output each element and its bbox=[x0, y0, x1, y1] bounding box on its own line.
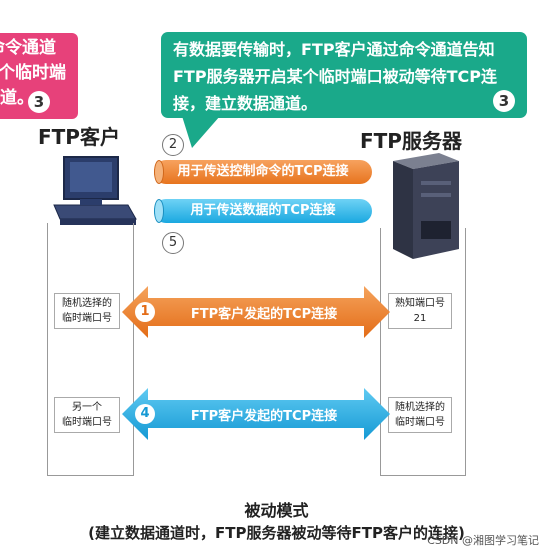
client-callout-line-1: 命令通道 bbox=[0, 38, 56, 58]
client-column-left-edge bbox=[47, 223, 48, 475]
server-port-box-2: 随机选择的 临时端口号 bbox=[388, 397, 452, 433]
server-port-2-line-2: 临时端口号 bbox=[395, 417, 445, 428]
client-port-box-2: 另一个 临时端口号 bbox=[54, 397, 120, 433]
server-icon bbox=[383, 151, 463, 265]
watermark: CSDN @湘图学习笔记 bbox=[427, 534, 539, 547]
mode-title: 被动模式 bbox=[244, 501, 309, 520]
data-pipe-cap bbox=[154, 199, 164, 223]
client-callout-step-number: 3 bbox=[28, 91, 50, 113]
client-port-1-line-2: 临时端口号 bbox=[62, 313, 112, 324]
client-port-2-line-2: 临时端口号 bbox=[62, 417, 112, 428]
data-connection-label: 用于传送数据的TCP连接 bbox=[190, 203, 336, 218]
server-column-right-edge bbox=[465, 228, 466, 475]
client-column-bottom bbox=[47, 475, 134, 476]
server-heading: FTP服务器 bbox=[360, 129, 462, 153]
client-port-1-line-1: 随机选择的 bbox=[62, 298, 112, 309]
control-pipe-cap bbox=[154, 160, 164, 184]
server-callout-pointer bbox=[182, 116, 220, 148]
client-callout: 命令通道 个临时端 道。 3 bbox=[0, 33, 78, 119]
client-callout-line-3: 道。 bbox=[0, 88, 34, 108]
connection-1-label: FTP客户发起的TCP连接 bbox=[190, 307, 338, 322]
mode-description: (建立数据通道时，FTP服务器被动等待FTP客户的连接) bbox=[88, 524, 465, 542]
server-port-1-line-2: 21 bbox=[413, 313, 427, 324]
client-port-box-1: 随机选择的 临时端口号 bbox=[54, 293, 120, 329]
server-column-left-edge bbox=[380, 228, 381, 475]
control-connection-pipe: 用于传送控制命令的TCP连接 bbox=[154, 160, 372, 184]
connection-4-label: FTP客户发起的TCP连接 bbox=[190, 409, 338, 424]
server-callout-step-number: 3 bbox=[493, 90, 515, 112]
control-connection-label: 用于传送控制命令的TCP连接 bbox=[177, 164, 349, 179]
data-step-number: 5 bbox=[162, 232, 184, 254]
server-port-1-line-1: 熟知端口号 bbox=[395, 298, 445, 309]
connection-4-step-number: 4 bbox=[135, 404, 155, 424]
connection-4-arrow: 4 FTP客户发起的TCP连接 bbox=[122, 386, 390, 442]
data-connection-pipe: 用于传送数据的TCP连接 bbox=[154, 199, 372, 223]
server-port-2-line-1: 随机选择的 bbox=[395, 402, 445, 413]
server-callout: 有数据要传输时，FTP客户通过命令通道告知FTP服务器开启某个临时端口被动等待T… bbox=[161, 32, 527, 118]
connection-1-arrow: 1 FTP客户发起的TCP连接 bbox=[122, 284, 390, 340]
client-heading: FTP客户 bbox=[38, 125, 120, 149]
client-port-2-line-1: 另一个 bbox=[72, 402, 102, 413]
server-column-bottom bbox=[380, 475, 466, 476]
connection-1-step-number: 1 bbox=[135, 302, 155, 322]
server-port-box-1: 熟知端口号 21 bbox=[388, 293, 452, 329]
server-callout-text: 有数据要传输时，FTP客户通过命令通道告知FTP服务器开启某个临时端口被动等待T… bbox=[173, 40, 497, 113]
client-column-right-edge bbox=[133, 223, 134, 475]
computer-icon bbox=[50, 153, 140, 237]
client-callout-line-2: 个临时端 bbox=[0, 63, 66, 83]
control-step-number: 2 bbox=[162, 134, 184, 156]
